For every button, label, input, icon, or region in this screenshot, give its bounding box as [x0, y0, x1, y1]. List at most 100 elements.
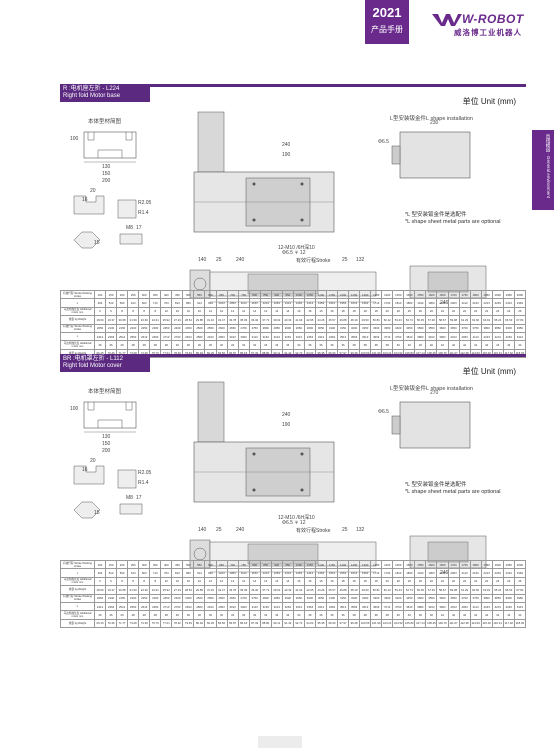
table-cell: 50.81 — [370, 315, 383, 325]
table-cell: 40.33 — [281, 315, 294, 325]
table-cell: 1163 — [248, 568, 261, 578]
table-cell: 32 — [248, 610, 261, 620]
table-cell: 112.38 — [458, 618, 471, 629]
table-cell: 4063 — [458, 331, 471, 342]
table-cell: 2763 — [171, 601, 184, 612]
table-cell: 3163 — [259, 331, 272, 342]
table-cell: 3500 — [414, 593, 427, 603]
table-cell: 4013 — [447, 601, 460, 612]
table-cell: 41.64 — [292, 315, 305, 325]
table-cell: 28 — [127, 340, 140, 350]
table-cell: 2863 — [193, 331, 206, 342]
table-cell: 1050 — [303, 289, 316, 300]
table-cell: 48.19 — [348, 585, 361, 595]
table-cell: 16 — [314, 306, 327, 317]
table-cell: 28 — [160, 340, 173, 350]
table-cell: 513 — [105, 298, 118, 308]
table-cell: 2350 — [160, 593, 173, 603]
table-cell: 56.05 — [414, 585, 427, 595]
dim-m8: M8 — [126, 225, 133, 231]
side-tab[interactable]: 直线模组 · General environment — [532, 130, 554, 210]
table-cell: 50.81 — [370, 585, 383, 595]
table-cell: 22 — [447, 306, 460, 317]
table-cell: 36 — [325, 610, 339, 620]
table-cell: 3550 — [425, 593, 438, 603]
table-cell: 103.21 — [381, 618, 394, 629]
table-cell: 1863 — [403, 298, 416, 308]
table-cell: 78.32 — [171, 618, 184, 629]
table-cell: 36 — [337, 610, 350, 620]
table-cell: 6 — [93, 576, 107, 587]
table-cell: 34 — [292, 610, 305, 620]
table-cell: 35.09 — [237, 585, 250, 595]
table-cell: 3963 — [436, 331, 449, 342]
table-cell: 4213 — [491, 331, 504, 342]
table-cell: 26 — [105, 340, 118, 350]
dim-190: 190 — [282, 422, 291, 428]
section-title: BR :电机罩左折 - L112 Right fold Motor cover — [60, 354, 150, 372]
table-cell: 32.47 — [215, 585, 228, 595]
table-cell: 2900 — [281, 323, 294, 333]
table-cell: 40 — [425, 340, 438, 350]
table-cell: 37.71 — [259, 585, 272, 595]
dim-r1: R1.4 — [138, 480, 149, 486]
table-cell: 38 — [370, 610, 383, 620]
table-cell: 62.60 — [469, 315, 482, 325]
section-rule — [148, 84, 526, 87]
table-cell: 16 — [303, 576, 316, 587]
table-cell: 59.98 — [447, 585, 460, 595]
table-cell: 12 — [204, 306, 217, 317]
table-cell: 18 — [370, 306, 383, 317]
dim-16: 16 — [82, 467, 88, 473]
table-cell: 1750 — [458, 289, 471, 300]
table-cell: 1800 — [469, 289, 482, 300]
table-cell: 3663 — [370, 601, 383, 612]
table-cell: 80.94 — [193, 618, 206, 629]
dim-25b: 25 — [342, 527, 348, 533]
table-cell: 2613 — [138, 601, 151, 612]
table-cell: 1850 — [480, 559, 493, 570]
table-cell: 2413 — [93, 601, 107, 612]
rail-detail — [117, 469, 137, 489]
section-title-en: Right fold Motor cover — [63, 363, 122, 369]
bolt-detail — [119, 233, 143, 245]
table-cell: 3313 — [292, 601, 305, 612]
table-cell: 400 — [160, 559, 173, 570]
table-cell: 27.23 — [171, 585, 184, 595]
table-cell: 750 — [237, 289, 250, 300]
table-cell: 41.64 — [292, 585, 305, 595]
table-cell: 32 — [226, 340, 239, 350]
table-cell: 200 — [116, 289, 129, 300]
table-cell: 1600 — [425, 289, 438, 300]
table-cell: 22 — [458, 576, 471, 587]
table-cell: 1813 — [392, 568, 405, 578]
table-cell: 3913 — [425, 331, 438, 342]
table-cell: 32 — [215, 340, 228, 350]
dim-200: 200 — [102, 178, 111, 184]
table-cell: 2663 — [149, 601, 162, 612]
table-cell: 1200 — [337, 559, 350, 570]
table-cell: 14 — [259, 306, 272, 317]
table-cell: 57.36 — [425, 585, 438, 595]
table-cell: 29.85 — [193, 585, 206, 595]
table-cell: 3250 — [359, 593, 372, 603]
brand-mark-icon — [432, 14, 462, 26]
slot-detail — [73, 195, 105, 215]
table-cell: 24 — [480, 306, 493, 317]
table-row-label: 马达附加长度 Additional motor mm — [60, 576, 95, 587]
table-cell: 4113 — [469, 331, 482, 342]
table-cell: 1763 — [381, 568, 394, 578]
table-cell: 1963 — [425, 568, 438, 578]
table-cell: 16 — [325, 306, 339, 317]
table-cell: 24.61 — [149, 315, 162, 325]
table-cell: 66.53 — [502, 585, 515, 595]
table-cell: 613 — [127, 298, 140, 308]
table-cell: 1700 — [447, 559, 460, 570]
table-cell: 1213 — [259, 568, 272, 578]
table-cell: 44.26 — [314, 315, 327, 325]
dim-17: 17 — [136, 225, 142, 231]
table-cell: 2463 — [105, 601, 118, 612]
table-cell: 3713 — [381, 331, 394, 342]
